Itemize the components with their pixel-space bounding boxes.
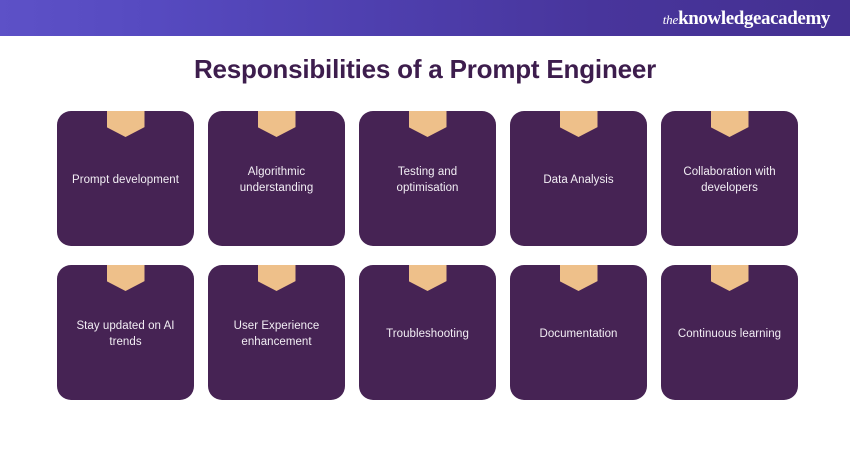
responsibility-card[interactable]: Continuous learning bbox=[661, 265, 798, 400]
ribbon-banner-icon bbox=[106, 265, 145, 291]
brand-name: knowledgeacademy bbox=[678, 7, 830, 29]
ribbon-banner-icon bbox=[408, 111, 447, 137]
card-label: Collaboration with developers bbox=[683, 165, 776, 194]
responsibility-card[interactable]: Stay updated on AI trends bbox=[57, 265, 194, 400]
responsibility-card[interactable]: Prompt development bbox=[57, 111, 194, 246]
card-label: Testing and optimisation bbox=[396, 165, 459, 194]
card-label: Algorithmic understanding bbox=[239, 165, 314, 194]
responsibility-card[interactable]: Testing and optimisation bbox=[359, 111, 496, 246]
responsibility-card[interactable]: Data Analysis bbox=[510, 111, 647, 246]
responsibility-card[interactable]: User Experience enhancement bbox=[208, 265, 345, 400]
card-label: Data Analysis bbox=[543, 173, 614, 186]
ribbon-banner-icon bbox=[710, 111, 749, 137]
responsibilities-grid: Prompt development Algorithmic understan… bbox=[57, 111, 803, 400]
ribbon-banner-icon bbox=[106, 111, 145, 137]
card-label: Stay updated on AI trends bbox=[76, 319, 175, 348]
brand-prefix: the bbox=[662, 11, 679, 27]
ribbon-banner-icon bbox=[559, 265, 598, 291]
card-label: Documentation bbox=[539, 327, 618, 340]
ribbon-banner-icon bbox=[257, 265, 296, 291]
card-label: Troubleshooting bbox=[386, 327, 469, 340]
responsibility-card[interactable]: Troubleshooting bbox=[359, 265, 496, 400]
responsibility-card[interactable]: Algorithmic understanding bbox=[208, 111, 345, 246]
ribbon-banner-icon bbox=[559, 111, 598, 137]
card-row-1: Prompt development Algorithmic understan… bbox=[57, 111, 803, 246]
page-title: Responsibilities of a Prompt Engineer bbox=[193, 54, 657, 84]
card-row-2: Stay updated on AI trends User Experienc… bbox=[57, 265, 803, 400]
card-label: Prompt development bbox=[71, 173, 179, 186]
ribbon-banner-icon bbox=[257, 111, 296, 137]
responsibility-card[interactable]: Collaboration with developers bbox=[661, 111, 798, 246]
card-label: User Experience enhancement bbox=[233, 319, 320, 348]
ribbon-banner-icon bbox=[408, 265, 447, 291]
card-label: Continuous learning bbox=[677, 327, 782, 340]
responsibility-card[interactable]: Documentation bbox=[510, 265, 647, 400]
ribbon-banner-icon bbox=[710, 265, 749, 291]
